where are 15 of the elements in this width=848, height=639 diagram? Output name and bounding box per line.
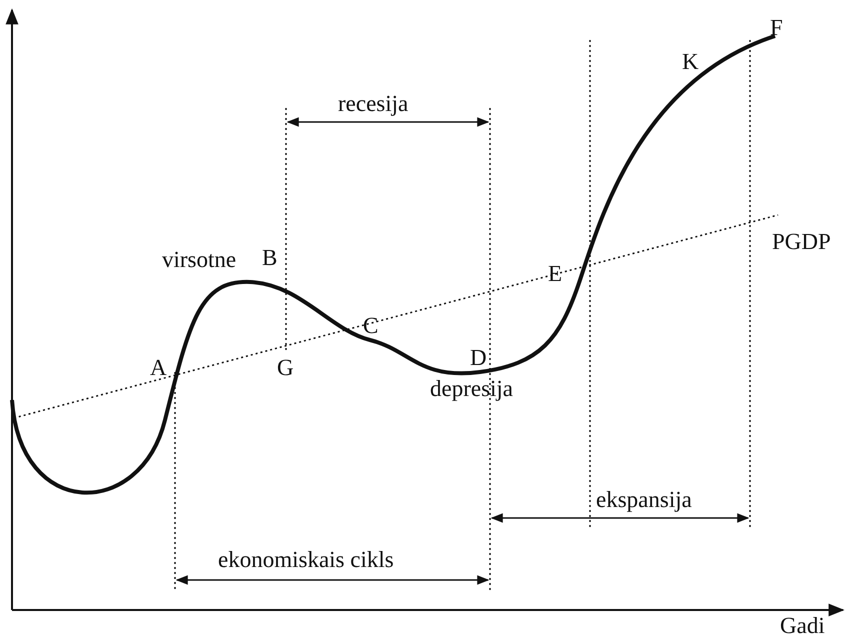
point-label: virsotne <box>162 248 236 271</box>
phase-label: recesija <box>338 92 408 115</box>
point-label: C <box>363 314 378 337</box>
trend-label: PGDP <box>772 230 831 253</box>
phase-label: depresija <box>430 377 514 400</box>
point-label: F <box>770 16 783 39</box>
phase-label: ekspansija <box>596 488 692 511</box>
point-label: A <box>150 356 167 379</box>
axis-label: Gadi <box>780 614 825 637</box>
phase-label: ekonomiskais cikls <box>218 548 394 571</box>
point-label: E <box>548 262 562 285</box>
point-label: D <box>470 346 487 369</box>
point-label: G <box>277 356 294 379</box>
point-label: B <box>262 246 278 269</box>
point-label: K <box>682 50 699 73</box>
